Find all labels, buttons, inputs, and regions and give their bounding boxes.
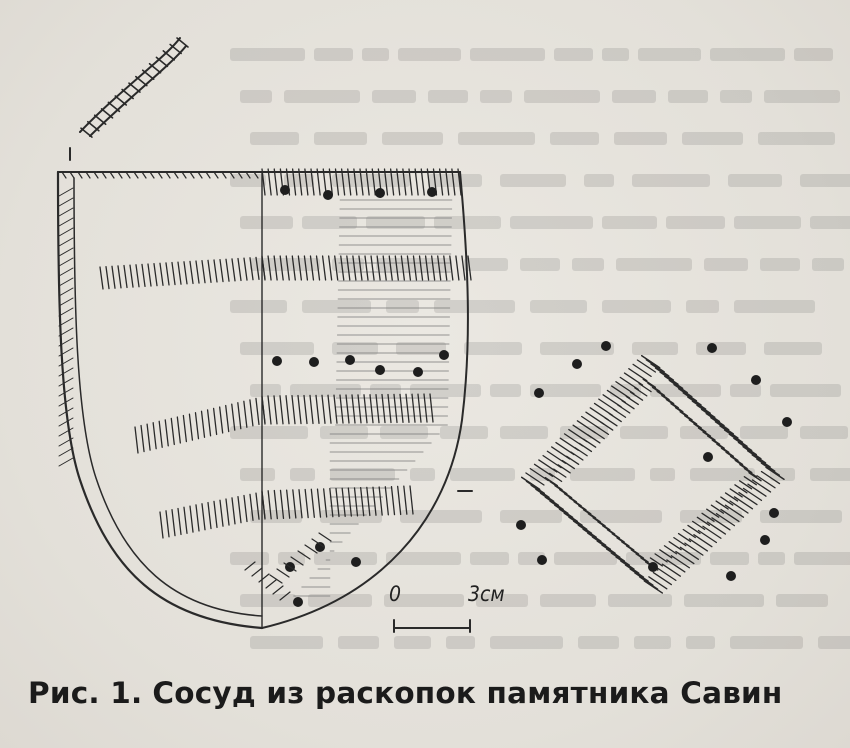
vessel-profile: [56, 170, 264, 630]
comb-bands: [99, 168, 472, 539]
scale-end-label: 3см: [468, 582, 505, 606]
scale-start-label: 0: [389, 582, 402, 606]
vessel-exterior: [261, 171, 469, 629]
pit-impressions: [272, 185, 449, 607]
caption-label: Рис. 1.: [28, 676, 143, 710]
base-ornament: [244, 532, 332, 601]
base-view-ornament: [516, 341, 792, 594]
rim-fragment: [69, 37, 189, 161]
scale-bar: [393, 619, 471, 633]
figure-caption: Рис. 1. Сосуд из раскопок памятника Савин: [28, 676, 838, 710]
caption-text: Сосуд из раскопок памятника Савин: [152, 676, 783, 710]
